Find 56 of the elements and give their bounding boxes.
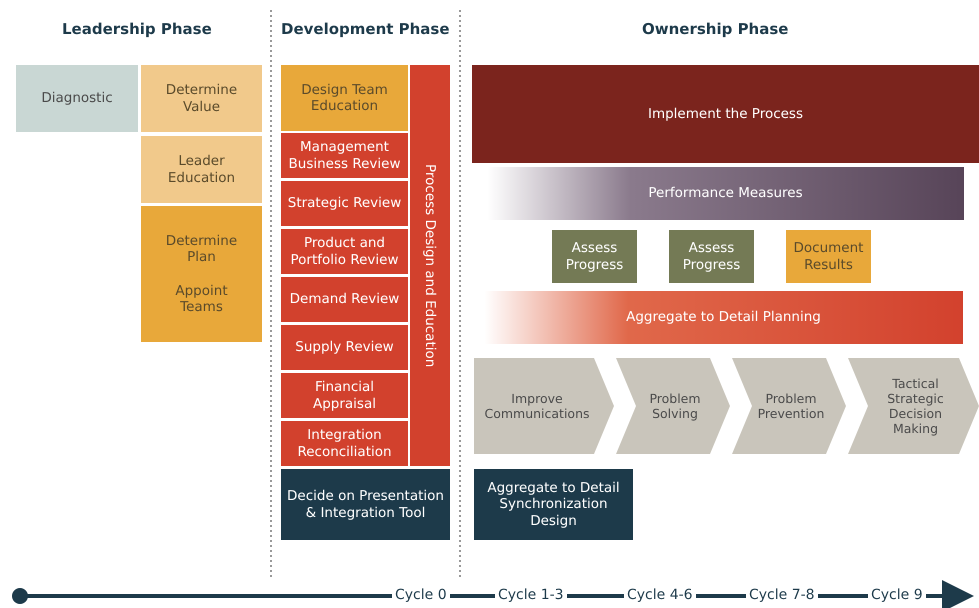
timeline-label: Cycle 0 bbox=[392, 587, 450, 603]
node-label: Integration Reconciliation bbox=[296, 427, 393, 460]
process-box bbox=[281, 421, 408, 466]
node-label: Implement the Process bbox=[648, 106, 803, 122]
process-box bbox=[281, 133, 408, 178]
node-label: Document Results bbox=[792, 240, 864, 273]
phase-heading: Leadership Phase bbox=[62, 20, 212, 38]
node-label: Determine Value bbox=[164, 82, 238, 115]
node-label: Assess Progress bbox=[564, 240, 624, 273]
node-label: Leader Education bbox=[166, 153, 236, 186]
node-label: Diagnostic bbox=[41, 90, 113, 107]
node-label: Decide on Presentation & Integration Tool bbox=[287, 488, 444, 521]
vertical-bar bbox=[410, 65, 450, 466]
process-box bbox=[281, 373, 408, 418]
node-label: Performance Measures bbox=[648, 185, 803, 202]
process-box bbox=[474, 469, 633, 540]
node-label: Appoint Teams bbox=[174, 283, 229, 316]
phase-heading: Ownership Phase bbox=[642, 20, 788, 38]
process-box bbox=[281, 65, 408, 131]
node-label: Aggregate to Detail Planning bbox=[626, 309, 821, 326]
node-label: Problem Prevention bbox=[756, 391, 826, 421]
phase-heading: Development Phase bbox=[281, 20, 450, 38]
node-label: Design Team Education bbox=[300, 82, 389, 114]
timeline-label: Cycle 1-3 bbox=[495, 587, 567, 603]
process-box bbox=[141, 206, 262, 342]
node-label: Tactical Strategic Decision Making bbox=[886, 376, 945, 436]
node-label: Supply Review bbox=[295, 339, 394, 356]
process-box bbox=[552, 230, 637, 283]
process-box bbox=[281, 325, 408, 370]
process-box bbox=[281, 469, 450, 540]
node-label: Strategic Review bbox=[288, 195, 402, 212]
timeline-label: Cycle 4-6 bbox=[624, 587, 696, 603]
process-step bbox=[848, 358, 979, 454]
process-box bbox=[16, 65, 138, 132]
node-label: Problem Solving bbox=[648, 391, 702, 421]
node-label: Management Business Review bbox=[288, 139, 402, 172]
node-label: Aggregate to Detail Synchronization Design bbox=[486, 480, 621, 529]
node-label: Product and Portfolio Review bbox=[290, 235, 400, 268]
node-label: Demand Review bbox=[290, 291, 400, 308]
process-box bbox=[669, 230, 754, 283]
node-label: Process Design and Education bbox=[422, 164, 438, 368]
node-label: Assess Progress bbox=[682, 240, 742, 273]
process-box bbox=[141, 65, 262, 132]
timeline-label: Cycle 7-8 bbox=[746, 587, 818, 603]
gradient-bar bbox=[484, 291, 963, 344]
node-label: Improve Communications bbox=[483, 391, 591, 421]
process-box bbox=[786, 230, 871, 283]
process-box bbox=[281, 181, 408, 226]
node-label: Determine Plan bbox=[164, 232, 238, 265]
process-box bbox=[141, 136, 262, 203]
node-label: Financial Appraisal bbox=[312, 379, 377, 412]
timeline-label: Cycle 9 bbox=[868, 587, 926, 603]
process-bar bbox=[472, 65, 979, 163]
process-box bbox=[281, 229, 408, 274]
process-step bbox=[474, 358, 614, 454]
process-box bbox=[281, 277, 408, 322]
